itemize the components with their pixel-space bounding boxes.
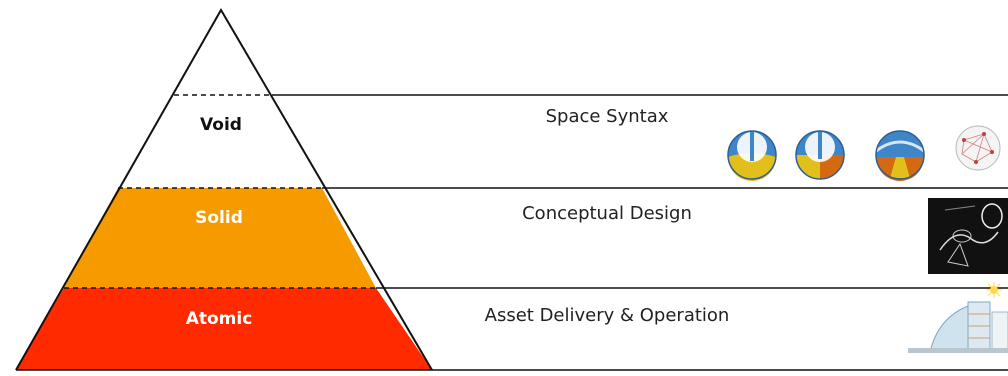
pyramid-tier-void <box>174 10 272 95</box>
circular-space-model-icon <box>727 125 1001 181</box>
building-section-render-icon <box>908 282 1008 353</box>
pyramid-tier-void-band <box>118 95 322 188</box>
level-name-void: Void <box>200 115 242 135</box>
pyramid-tier-atomic <box>16 288 432 370</box>
pyramid-tier-solid <box>64 188 376 288</box>
pyramid-outline <box>15 8 433 371</box>
row-label-conceptual-design: Conceptual Design <box>522 203 692 224</box>
level-name-atomic: Atomic <box>186 309 253 329</box>
row-label-space-syntax: Space Syntax <box>546 106 669 127</box>
row-label-asset-delivery: Asset Delivery & Operation <box>485 305 730 326</box>
level-name-solid: Solid <box>195 208 243 228</box>
conceptual-design-render-icon <box>928 198 1008 274</box>
